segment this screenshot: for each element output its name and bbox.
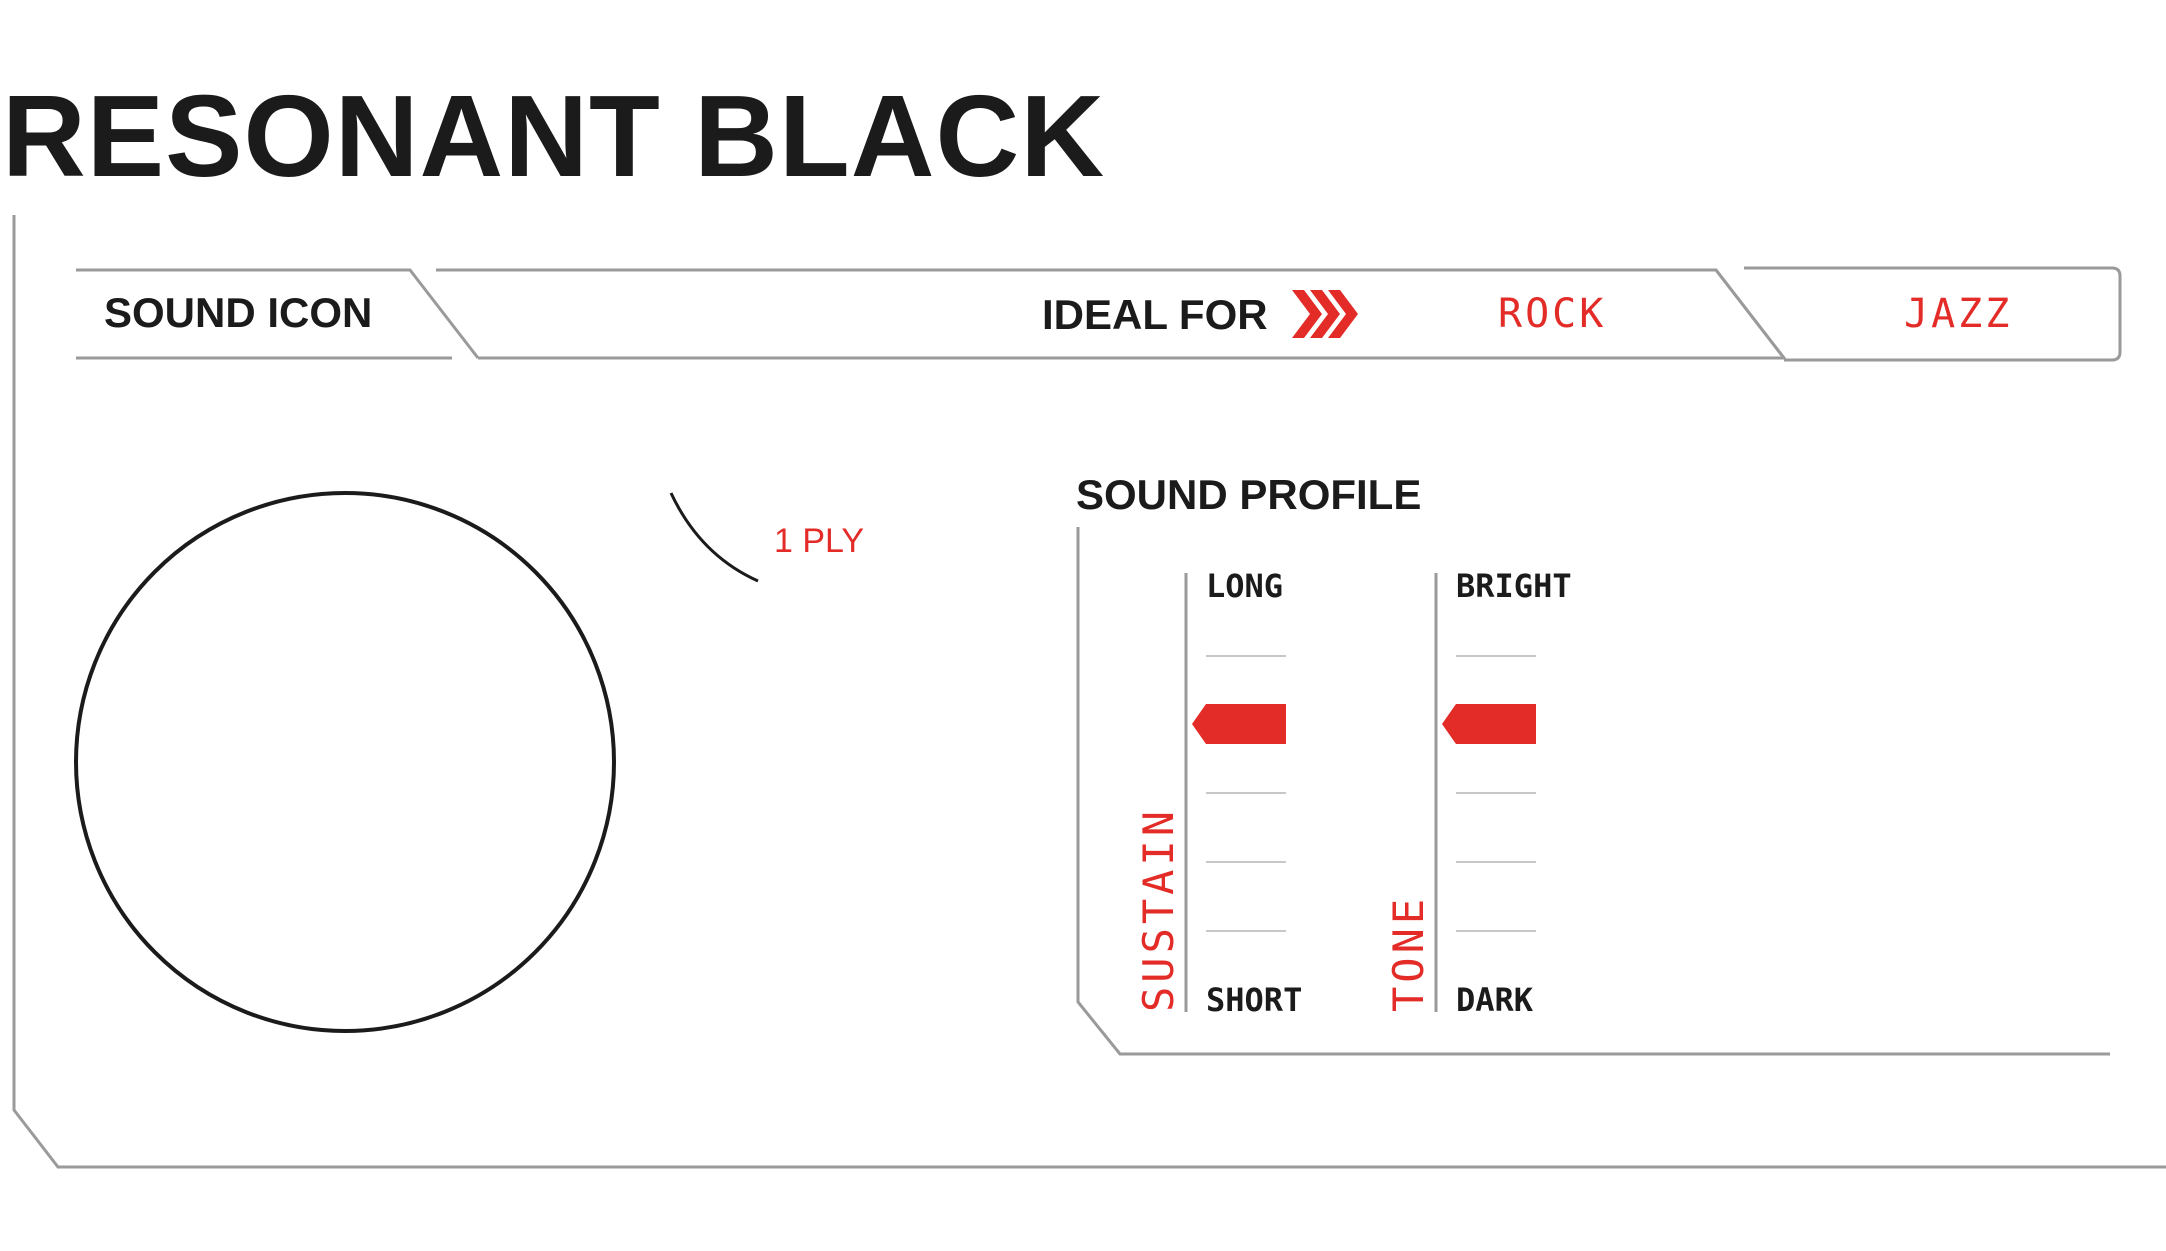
sustain-indicator [1192,704,1286,744]
sustain-top-label: LONG [1206,567,1284,605]
sound-icon-label: SOUND ICON [104,289,373,336]
tone-indicator [1442,704,1536,744]
jazz-tab [1714,266,2122,362]
sustain-bottom-label: SHORT [1206,981,1303,1019]
ideal-for-label: IDEAL FOR [1042,291,1268,338]
outer-frame [12,215,2166,1169]
tone-top-label: BRIGHT [1456,567,1572,605]
tone-scale [1434,573,1536,1012]
ply-label: 1 PLY [774,522,865,560]
sound-profile-frame [1076,527,2110,1056]
genre-rock: ROCK [1498,291,1607,337]
tone-bottom-label: DARK [1456,981,1534,1019]
sustain-scale [1184,573,1286,1012]
sound-icon-circle [74,491,616,1033]
sound-profile-title: SOUND PROFILE [1076,471,1422,518]
product-title: RESONANT BLACK [2,71,1106,201]
chevron-right-icon [1292,290,1358,338]
sustain-axis-label: SUSTAIN [1134,806,1183,1012]
tone-axis-label: TONE [1384,894,1433,1012]
genre-jazz: JAZZ [1904,291,2013,337]
ply-arc [669,492,759,583]
sound-icon-tab [76,268,480,360]
